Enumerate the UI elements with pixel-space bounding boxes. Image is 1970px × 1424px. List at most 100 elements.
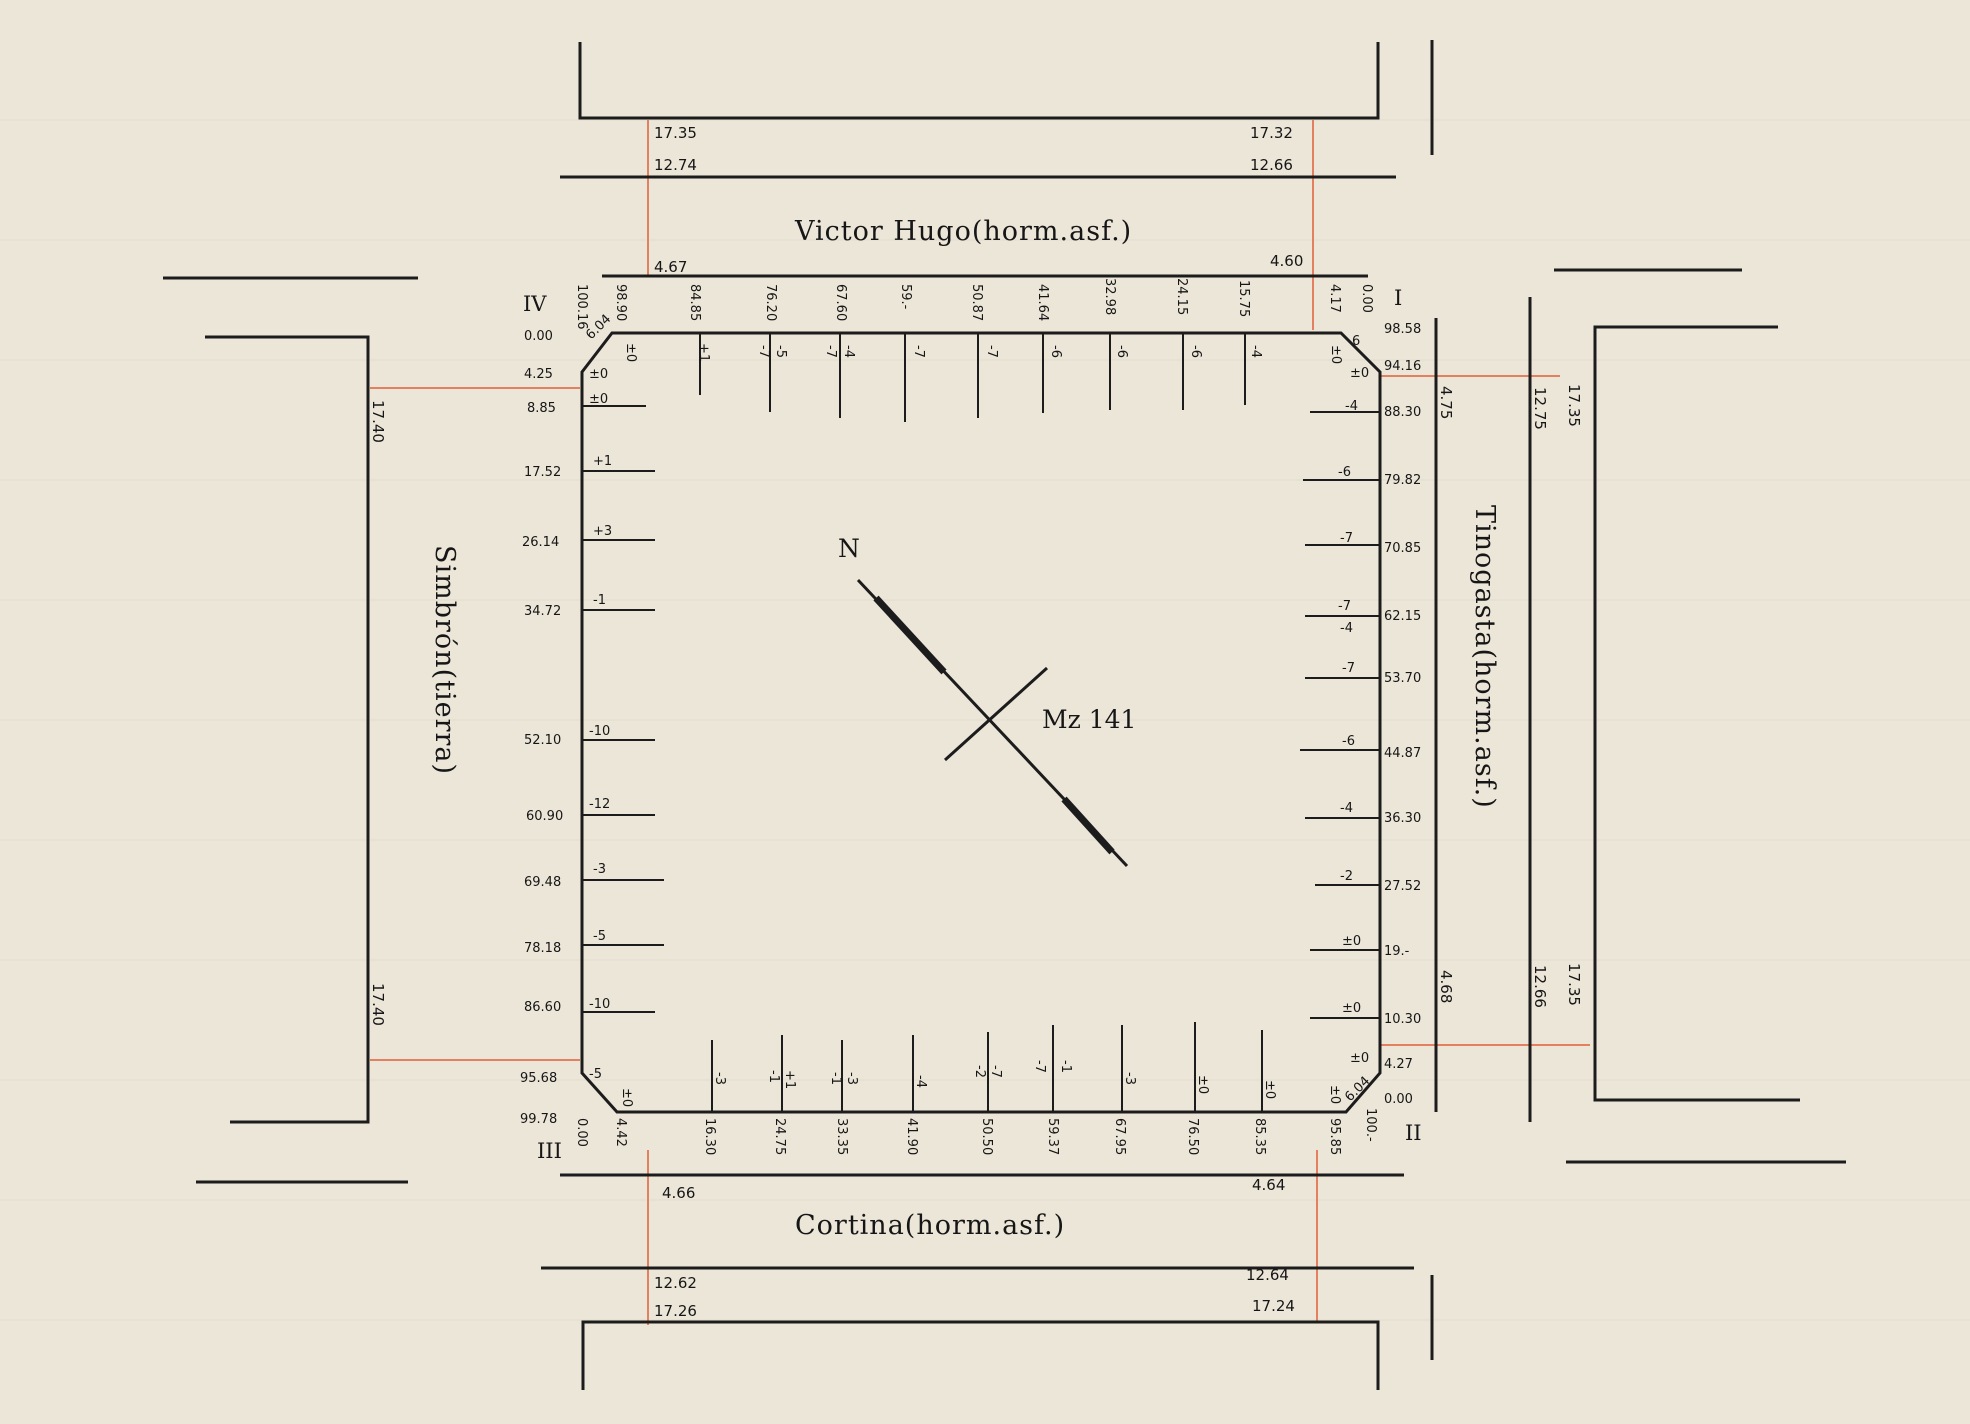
east-level: ±0 [1342, 1001, 1361, 1016]
sidewalk-south-right: 4.64 [1252, 1176, 1285, 1194]
south-level: ±0 [1262, 1080, 1277, 1099]
west-distance: 95.68 [520, 1071, 557, 1086]
width-south-right-outer: 17.24 [1252, 1297, 1295, 1315]
corner-label-ne: I [1394, 286, 1402, 310]
street-name-west: Simbrón(tierra) [429, 545, 460, 775]
east-distance: 27.52 [1384, 879, 1421, 894]
sidewalk-east-top: 4.75 [1437, 386, 1455, 419]
south-level: -7 [1032, 1060, 1047, 1073]
north-side-ticks [699, 333, 1246, 422]
corner-label-nw: IV [523, 292, 547, 316]
south-level: -4 [913, 1075, 928, 1088]
south-distance: 95.85 [1327, 1118, 1342, 1155]
south-level: -1 [828, 1072, 843, 1085]
west-side-distances: 0.00 4.25 8.85 17.52 26.14 34.72 52.10 6… [520, 329, 563, 1127]
sidewalk-east-bottom: 4.68 [1437, 970, 1455, 1003]
north-arrow: N [838, 534, 1129, 868]
east-distance: 94.16 [1384, 359, 1421, 374]
west-distance: 69.48 [524, 875, 561, 890]
north-distance: 50.87 [969, 284, 984, 321]
east-distance: 98.58 [1384, 322, 1421, 337]
east-level: -4 [1340, 801, 1353, 816]
corner-label-se: II [1405, 1121, 1422, 1145]
south-level: -7 [988, 1065, 1003, 1078]
north-distance: 84.85 [687, 284, 702, 321]
east-level: -7 [1338, 599, 1351, 614]
north-level: -6 [1048, 345, 1063, 358]
west-level: -10 [589, 724, 610, 739]
east-level: -7 [1342, 661, 1355, 676]
street-name-south: Cortina(horm.asf.) [795, 1210, 1065, 1241]
east-level: -4 [1340, 621, 1353, 636]
east-level: -4 [1345, 399, 1358, 414]
south-distance: 76.50 [1185, 1118, 1200, 1155]
south-level: -3 [712, 1072, 727, 1085]
east-level: -2 [1340, 869, 1353, 884]
north-distance: 4.17 [1327, 284, 1342, 313]
street-name-east: Tinogasta(horm.asf.) [1469, 505, 1500, 809]
north-distance: 76.20 [763, 284, 778, 321]
west-level: -10 [589, 997, 610, 1012]
street-edges [163, 40, 1846, 1390]
north-distance: 32.98 [1102, 278, 1117, 315]
west-distance: 34.72 [524, 604, 561, 619]
street-name-north: Victor Hugo(horm.asf.) [794, 216, 1132, 247]
east-distance: 10.30 [1384, 1012, 1421, 1027]
north-level: -7 [911, 345, 926, 358]
north-label: N [838, 534, 860, 563]
north-distance: 67.60 [833, 284, 848, 321]
north-level: ±0 [1328, 345, 1343, 364]
east-level: ±0 [1342, 934, 1361, 949]
west-side-levels: ±0 ±0 +1 +3 -1 -10 -12 -3 -5 -10 -5 [589, 367, 612, 1082]
north-distance: 100.16 [574, 284, 589, 330]
east-level: -7 [1340, 531, 1353, 546]
north-level: -4 [841, 345, 856, 358]
north-level: +1 [696, 343, 711, 362]
width-south-left-inner: 12.62 [654, 1274, 697, 1292]
width-west-top: 17.40 [369, 400, 387, 443]
west-distance: 8.85 [527, 401, 556, 416]
west-distance: 52.10 [524, 733, 561, 748]
width-east-bottom-inner: 12.66 [1531, 965, 1549, 1008]
width-north-left-outer: 17.35 [654, 124, 697, 142]
north-distance: 59.- [898, 284, 913, 310]
east-distance: 0.00 [1384, 1092, 1413, 1107]
width-east-top-inner: 12.75 [1531, 387, 1549, 430]
south-distance: 59.37 [1045, 1118, 1060, 1155]
north-level: -7 [984, 345, 999, 358]
west-level: -5 [589, 1067, 602, 1082]
west-level: -3 [593, 862, 606, 877]
east-distance: 70.85 [1384, 541, 1421, 556]
east-distance: 62.15 [1384, 609, 1421, 624]
north-side-distances: 100.16 98.90 84.85 76.20 67.60 59.- 50.8… [574, 278, 1374, 330]
south-distance: 67.95 [1112, 1118, 1127, 1155]
width-north-right-outer: 17.32 [1250, 124, 1293, 142]
south-side-ticks [711, 1022, 1263, 1112]
width-north-right-inner: 12.66 [1250, 156, 1293, 174]
west-distance: 60.90 [526, 809, 563, 824]
block-outline [580, 331, 1382, 1114]
north-level: -6 [1188, 345, 1203, 358]
north-distance: 0.00 [1359, 284, 1374, 313]
north-distance: 15.75 [1236, 280, 1251, 317]
east-side-levels: 6 ±0 -4 -6 -7 -7 -4 -7 -6 -4 -2 ±0 ±0 ±0 [1338, 334, 1369, 1066]
west-distance: 78.18 [524, 941, 561, 956]
west-level: +3 [593, 524, 612, 539]
east-distance: 19.- [1384, 944, 1410, 959]
width-north-left-inner: 12.74 [654, 156, 697, 174]
north-level: ±0 [623, 343, 638, 362]
south-level: +1 [782, 1070, 797, 1089]
south-side-levels: ±0 -3 -1 +1 -1 -3 -4 -2 -7 -7 -1 -3 ±0 ±… [619, 1060, 1342, 1107]
west-level: ±0 [589, 367, 608, 382]
width-south-right-inner: 12.64 [1246, 1266, 1289, 1284]
south-level: -3 [1122, 1072, 1137, 1085]
south-distance: 100.- [1363, 1108, 1378, 1142]
width-east-bottom-outer: 17.35 [1565, 963, 1583, 1006]
north-distance: 41.64 [1035, 284, 1050, 321]
width-west-bottom: 17.40 [369, 983, 387, 1026]
south-level: ±0 [1195, 1075, 1210, 1094]
sidewalk-south-left: 4.66 [662, 1184, 695, 1202]
width-east-top-outer: 17.35 [1565, 384, 1583, 427]
east-distance: 79.82 [1384, 473, 1421, 488]
